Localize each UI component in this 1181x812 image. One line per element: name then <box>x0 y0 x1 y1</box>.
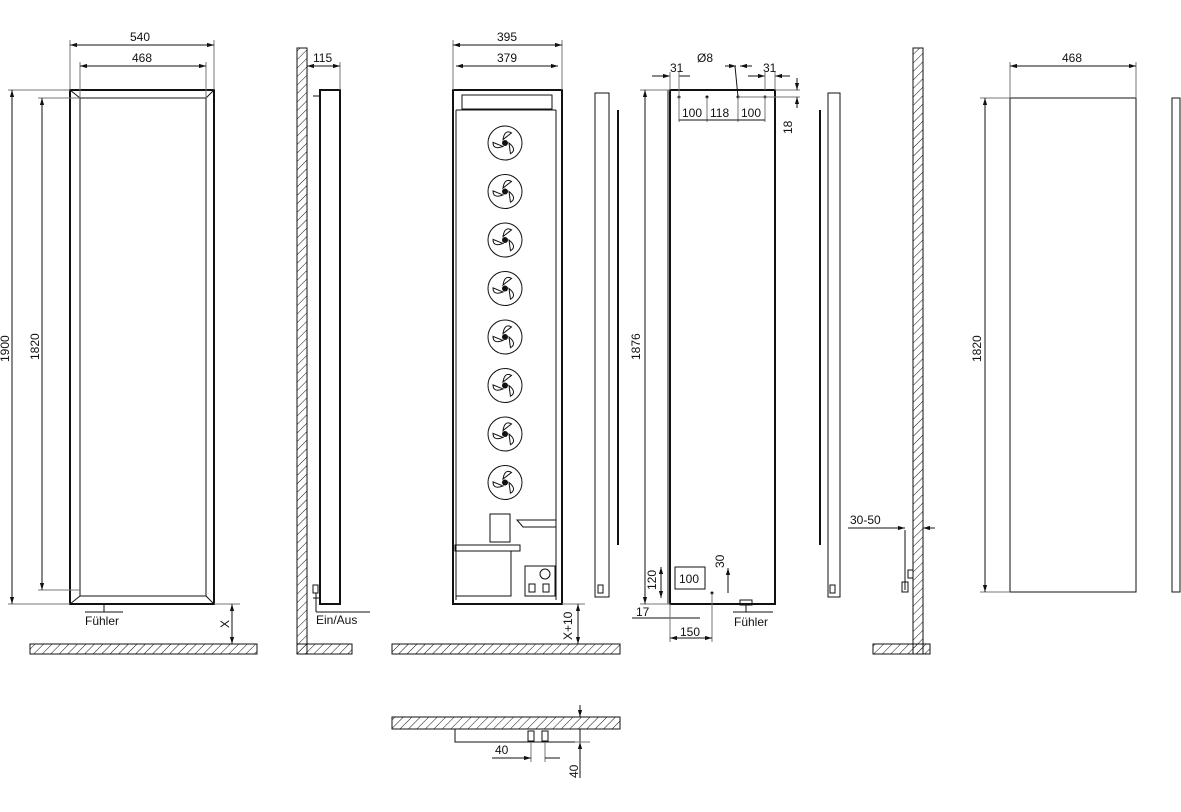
side-depth: 115 <box>313 51 332 65</box>
mount-offset-left: 31 <box>670 61 684 75</box>
glass-width: 468 <box>1062 51 1082 65</box>
mount-sensor-width: 150 <box>680 625 700 639</box>
mount-spacing-3: 100 <box>741 106 761 120</box>
front-height-inner: 1820 <box>28 333 42 360</box>
thin-side-view <box>594 92 619 598</box>
mount-box-width: 100 <box>679 572 699 586</box>
front-width-outer: 540 <box>130 30 150 44</box>
fan-icon <box>487 319 523 355</box>
back-width-inner: 379 <box>497 51 517 65</box>
mount-box-offset: 30 <box>713 554 727 568</box>
front-floor-gap: X <box>218 620 232 628</box>
mount-height: 1876 <box>629 333 643 360</box>
mount-bottom-offset: 17 <box>636 605 650 619</box>
thin-side-view-2 <box>819 92 841 598</box>
fan-icon <box>487 416 523 452</box>
back-floor-gap: X+10 <box>561 611 575 640</box>
side-view: 115 Ein/Aus <box>296 47 370 655</box>
mount-top-offset: 18 <box>781 120 795 134</box>
fan-icon <box>487 465 523 500</box>
wall-view: 30-50 <box>848 47 935 655</box>
fan-icon <box>487 271 523 306</box>
wall-gap: 30-50 <box>850 513 881 527</box>
bottom-view: 40 40 <box>391 705 621 778</box>
mount-view: 100 118 100 31 31 Ø8 18 1876 100 120 30 … <box>629 51 800 642</box>
glass-height: 1820 <box>970 335 984 362</box>
back-width-outer: 395 <box>497 30 517 44</box>
fan-group <box>487 125 523 500</box>
bottom-width: 40 <box>495 743 509 757</box>
front-sensor-label: Fühler <box>85 614 119 628</box>
mount-offset-right: 31 <box>763 61 777 75</box>
fan-icon <box>487 222 523 258</box>
front-width-inner: 468 <box>132 51 152 65</box>
fan-icon <box>487 174 523 209</box>
fan-icon <box>487 368 523 403</box>
mount-spacing-1: 100 <box>682 106 702 120</box>
side-switch-label: Ein/Aus <box>316 613 357 627</box>
mount-spacing-2: 118 <box>710 106 729 120</box>
mount-hole-diameter: Ø8 <box>697 51 713 65</box>
glass-view: 468 1820 <box>970 51 1181 593</box>
bottom-height: 40 <box>567 764 581 778</box>
front-height-outer: 1900 <box>0 335 12 362</box>
mount-sensor-label: Fühler <box>734 615 768 629</box>
front-view: 540 468 1900 1820 Fühler X <box>0 30 258 655</box>
fan-icon <box>487 125 523 161</box>
back-view: 395 379 X+10 <box>391 30 621 655</box>
mount-box-height: 120 <box>645 570 659 590</box>
